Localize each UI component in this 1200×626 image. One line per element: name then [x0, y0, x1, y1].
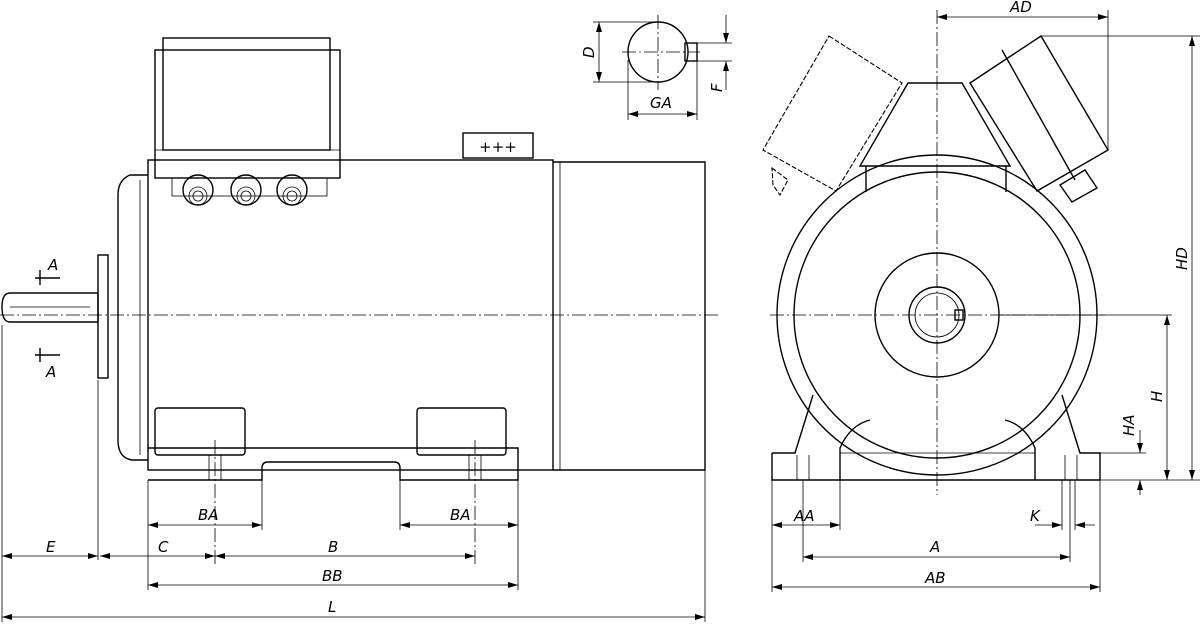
terminal-adapter	[858, 82, 1012, 167]
dim-L: L	[328, 598, 336, 616]
cable-glands	[171, 174, 328, 206]
terminal-label: +++	[479, 138, 517, 156]
dim-BB: BB	[322, 567, 343, 585]
bearing-hub	[874, 252, 1000, 378]
foot-pad-right	[416, 407, 507, 456]
terminal-box-alt-position	[762, 35, 903, 192]
dim-H: H	[1148, 391, 1166, 402]
dim-A: A	[929, 538, 940, 556]
terminal-box-end	[969, 35, 1109, 192]
dim-AB: AB	[924, 569, 946, 587]
end-cap	[553, 161, 706, 471]
spigot	[97, 254, 109, 379]
dim-HD: HD	[1173, 247, 1191, 270]
side-view: +++ A A BA BA E C B BB L	[0, 37, 718, 622]
dim-E: E	[46, 538, 56, 556]
dim-AA: AA	[793, 507, 815, 525]
dim-BA-right: BA	[450, 506, 471, 524]
dim-BA-left: BA	[198, 506, 219, 524]
terminal-label-plate	[462, 132, 534, 159]
dim-D: D	[580, 46, 598, 58]
end-view-feet	[771, 394, 1101, 481]
section-mark-top: A	[47, 256, 58, 274]
flange	[117, 174, 148, 461]
section-mark-bottom: A	[45, 363, 56, 381]
shaft-section: D F GA	[580, 15, 732, 120]
dim-HA: HA	[1120, 414, 1138, 436]
dim-K: K	[1030, 507, 1041, 525]
dim-C: C	[158, 538, 169, 556]
shaft-end	[908, 286, 966, 344]
dim-F: F	[708, 83, 726, 92]
end-view: AD HD H HA AA K A AB	[762, 0, 1200, 592]
feet	[148, 447, 519, 481]
dim-AD: AD	[1009, 0, 1032, 16]
dim-B: B	[328, 538, 338, 556]
terminal-box	[154, 49, 341, 179]
shaft	[1, 292, 99, 323]
dim-GA: GA	[650, 94, 672, 112]
foot-pad-left	[154, 407, 246, 456]
motor-body	[147, 159, 554, 471]
